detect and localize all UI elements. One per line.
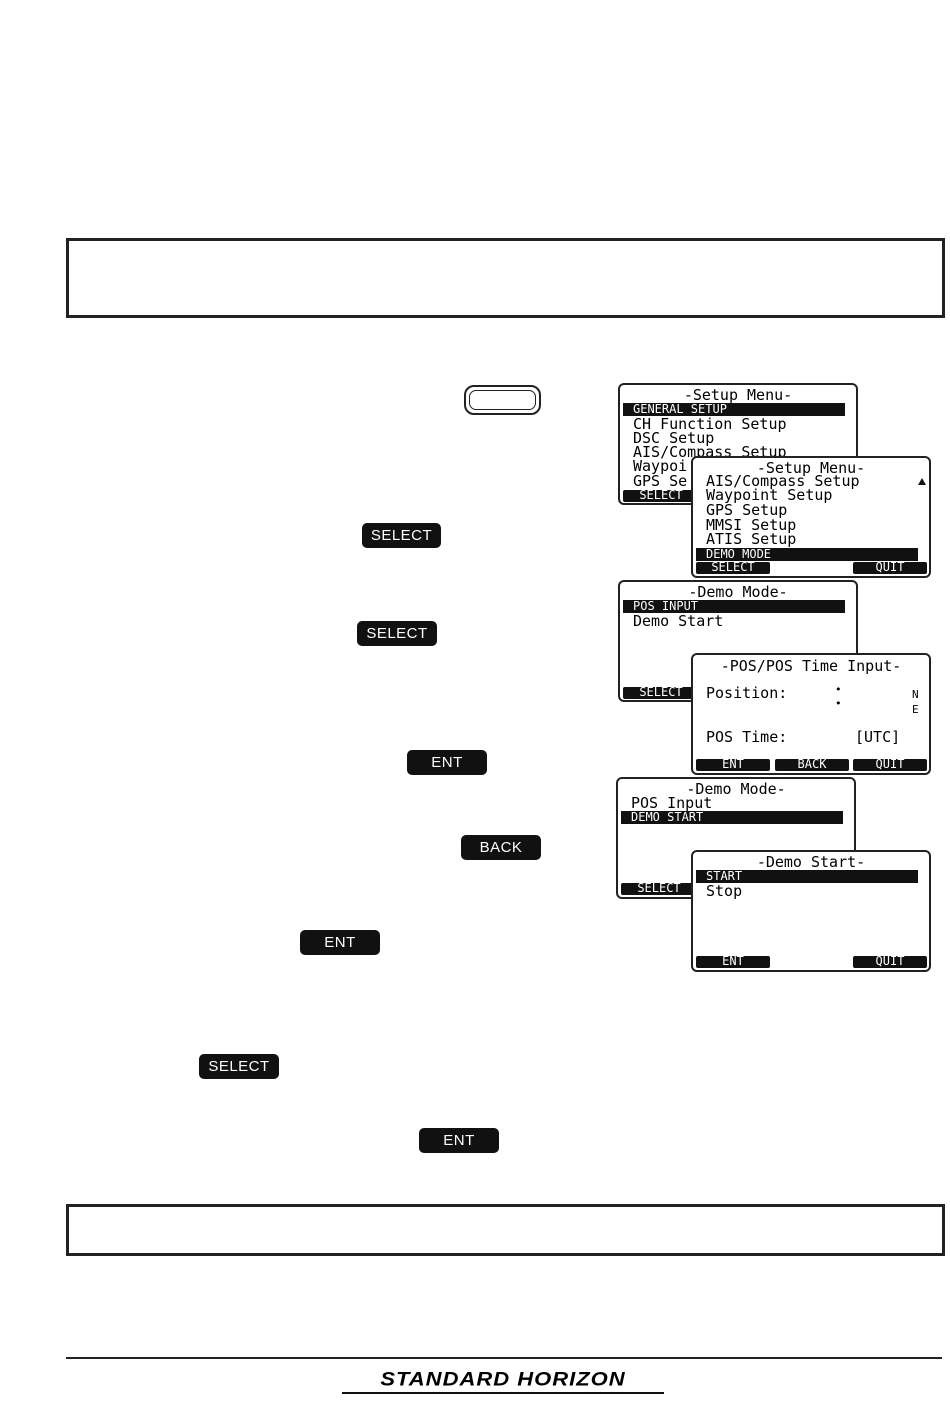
highlighted-item: DEMO START <box>621 811 843 824</box>
menu-item: Stop <box>706 882 743 900</box>
call-menu-key-icon <box>464 385 541 415</box>
softkey-select: SELECT <box>621 882 697 895</box>
softkey-ent: ENT <box>696 955 770 968</box>
note-box-top <box>66 238 945 318</box>
setup-menu-screen: -Setup Menu- GENERAL SETUP CH Function S… <box>618 383 858 505</box>
menu-item: GPS Setup <box>706 501 788 519</box>
pos-time-label: POS Time: <box>706 728 788 746</box>
softkey-select: SELECT <box>623 686 699 699</box>
select-key-2: SELECT <box>357 621 437 646</box>
softkey-quit: QUIT <box>853 758 927 771</box>
menu-item: DSC Setup <box>633 429 715 447</box>
softkey-select: SELECT <box>696 561 770 574</box>
brand-logo: STANDARD HORIZON <box>380 1367 626 1390</box>
ent-key-3: ENT <box>419 1128 499 1153</box>
north-label: N <box>912 688 919 701</box>
lat-dot: • <box>835 683 842 696</box>
screen-title: -Demo Mode- <box>686 780 786 798</box>
back-key: BACK <box>461 835 541 860</box>
softkey-back: BACK <box>775 758 849 771</box>
screen-title: -POS/POS Time Input- <box>720 657 902 675</box>
pos-time-value: [UTC] <box>855 728 901 746</box>
highlighted-item: GENERAL SETUP <box>623 403 845 416</box>
menu-item: ATIS Setup <box>706 530 797 548</box>
scroll-up-icon <box>918 478 926 485</box>
east-label: E <box>912 703 919 716</box>
footer-rule <box>66 1357 942 1359</box>
menu-item: AIS/Compass Setup <box>706 472 860 490</box>
lon-dot: • <box>835 697 842 710</box>
softkey-quit: QUIT <box>853 561 927 574</box>
screen-title: -Demo Start- <box>756 853 866 871</box>
select-key-1: SELECT <box>362 523 441 548</box>
demo-start-screen: -Demo Start- START Stop ENT QUIT <box>691 850 931 972</box>
setup-menu-scrolled-screen: -Setup Menu- AIS/Compass Setup Waypoint … <box>691 456 931 578</box>
highlighted-item: POS INPUT <box>623 600 845 613</box>
pos-time-input-screen: -POS/POS Time Input- Position: • • N E P… <box>691 653 931 775</box>
menu-item: GPS Se <box>633 472 688 490</box>
screen-title: -Demo Mode- <box>688 583 788 601</box>
softkey-quit: QUIT <box>853 955 927 968</box>
brand-underline <box>342 1392 664 1394</box>
menu-item: POS Input <box>631 794 713 812</box>
menu-item: AIS/Compass Setup <box>633 443 787 461</box>
screen-title: -Setup Menu- <box>756 459 866 477</box>
ent-key-1: ENT <box>407 750 487 775</box>
note-box-bottom <box>66 1204 945 1256</box>
menu-item: Waypoi <box>633 457 688 475</box>
position-label: Position: <box>706 684 788 702</box>
menu-item: CH Function Setup <box>633 415 787 433</box>
softkey-ent: ENT <box>696 758 770 771</box>
ent-key-2: ENT <box>300 930 380 955</box>
highlighted-item: DEMO MODE <box>696 548 918 561</box>
screen-title: -Setup Menu- <box>683 386 793 404</box>
menu-item: MMSI Setup <box>706 516 797 534</box>
menu-item: Demo Start <box>633 612 724 630</box>
menu-item: Waypoint Setup <box>706 486 833 504</box>
softkey-select: SELECT <box>623 489 699 502</box>
highlighted-item: START <box>696 870 918 883</box>
select-key-3: SELECT <box>199 1054 279 1079</box>
